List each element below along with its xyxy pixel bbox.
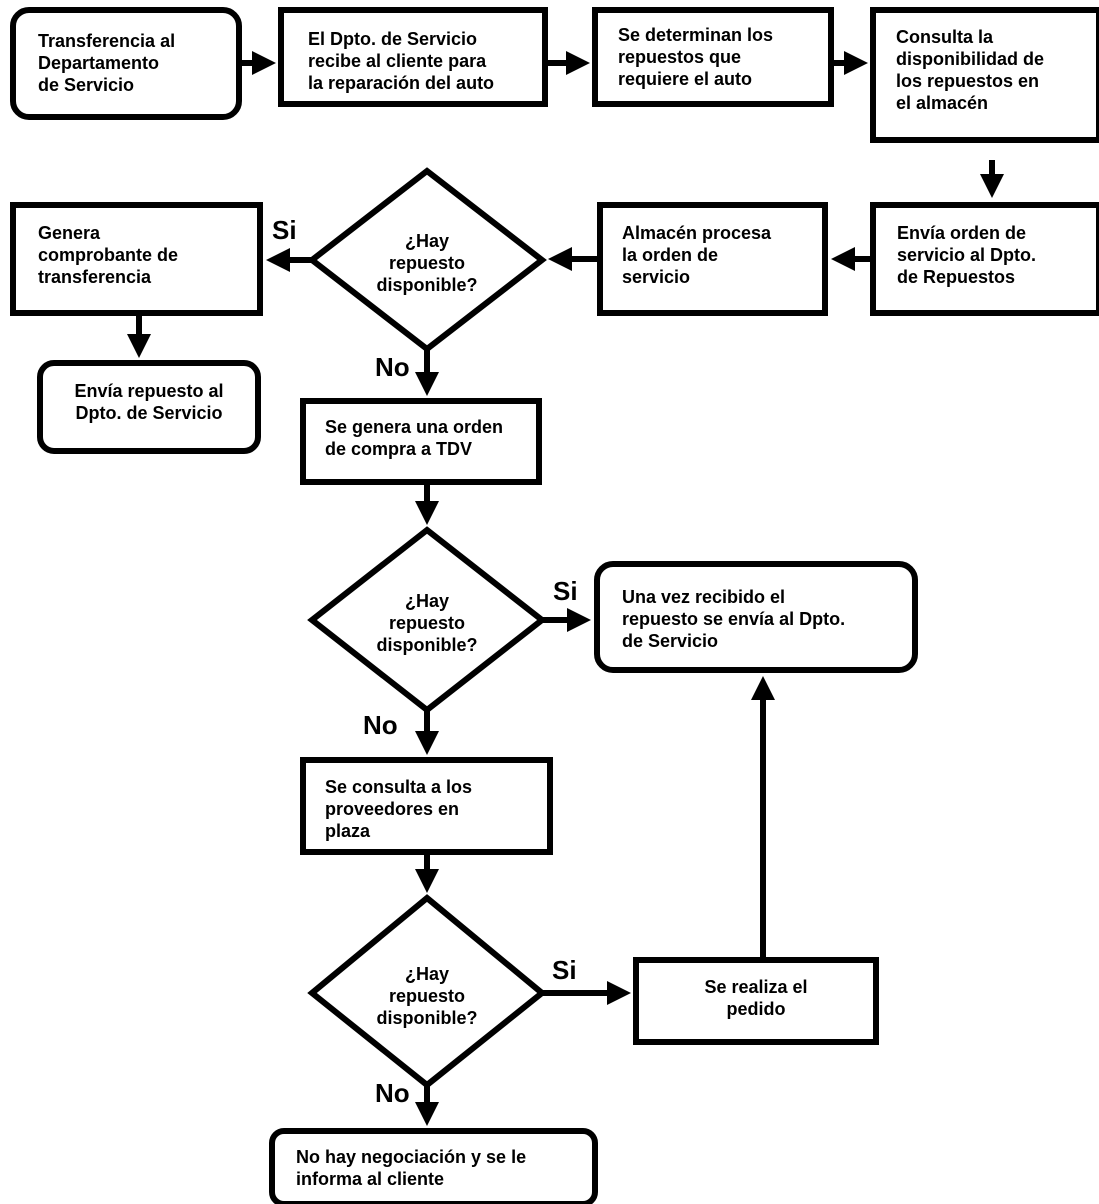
text-decision-2: ¿Hay repuesto disponible? bbox=[376, 591, 478, 655]
text-decision-1: ¿Hay repuesto disponible? bbox=[376, 231, 478, 295]
label-si-2: Si bbox=[553, 576, 578, 606]
label-si-3: Si bbox=[552, 955, 577, 985]
box-orden-compra bbox=[300, 398, 542, 485]
box-dpto-servicio-recibe bbox=[278, 7, 548, 107]
text-envia-orden: Envía orden de servicio al Dpto. de Repu… bbox=[897, 223, 1037, 287]
text-consulta-proveedores: Se consulta a los proveedores en plaza bbox=[325, 777, 473, 841]
label-no-3: No bbox=[375, 1078, 410, 1108]
box-consulta-proveedores bbox=[300, 757, 553, 855]
text-almacen-procesa: Almacén procesa la orden de servicio bbox=[622, 223, 772, 287]
box-consulta-disponibilidad bbox=[870, 7, 1099, 143]
box-una-vez-recibido bbox=[594, 561, 918, 673]
box-envia-repuesto bbox=[37, 360, 261, 454]
text-realiza-pedido: Se realiza el pedido bbox=[704, 977, 808, 1019]
box-determinan-repuestos bbox=[592, 7, 834, 107]
text-no-negociacion: No hay negociación y se le informa al cl… bbox=[296, 1147, 527, 1189]
box-genera-comprobante bbox=[10, 202, 263, 316]
text-orden-compra: Se genera una orden de compra a TDV bbox=[325, 417, 504, 459]
text-decision-3: ¿Hay repuesto disponible? bbox=[376, 964, 478, 1028]
box-no-negociacion bbox=[269, 1128, 598, 1204]
text-una-vez-recibido: Una vez recibido el repuesto se envía al… bbox=[622, 587, 846, 651]
text-envia-repuesto: Envía repuesto al Dpto. de Servicio bbox=[74, 381, 224, 423]
box-realiza-pedido bbox=[633, 957, 879, 1045]
text-consulta-disponibilidad: Consulta la disponibilidad de los repues… bbox=[896, 27, 1044, 113]
text-determinan-repuestos: Se determinan los repuestos que requiere… bbox=[618, 25, 774, 89]
label-no-2: No bbox=[363, 710, 398, 740]
text-dpto-servicio-recibe: El Dpto. de Servicio recibe al cliente p… bbox=[308, 29, 495, 93]
text-transferencia: Transferencia al Departamento de Servici… bbox=[38, 31, 176, 95]
text-genera-comprobante: Genera comprobante de transferencia bbox=[38, 223, 179, 287]
label-no-1: No bbox=[375, 352, 410, 382]
label-si-1: Si bbox=[272, 215, 297, 245]
